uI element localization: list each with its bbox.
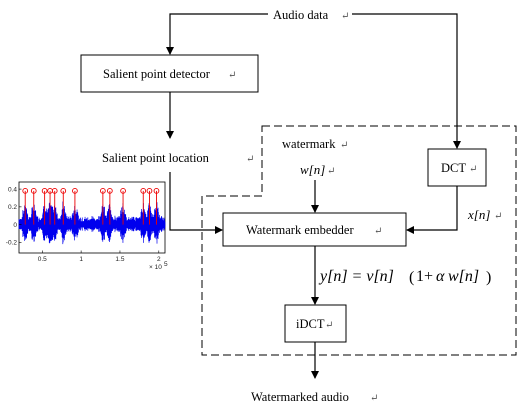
- salient-point-marker: [153, 188, 160, 194]
- return-mark: ↵: [325, 320, 333, 331]
- return-mark: ↵: [374, 226, 382, 237]
- return-mark: ↵: [370, 393, 378, 404]
- watermark-variable: w[n]: [300, 162, 325, 177]
- return-mark: ↵: [327, 166, 335, 177]
- salient-point-marker: [140, 188, 147, 194]
- watermark-embedder-box: [222, 212, 407, 247]
- salient-point-marker: [146, 188, 153, 194]
- y-tick-label: -0.2: [6, 240, 18, 247]
- equation-one-plus: 1+: [416, 268, 433, 285]
- x-axis-exponent: × 10: [149, 264, 162, 271]
- watermark-embedder-label: Watermark embedder: [246, 223, 354, 237]
- return-mark: ↵: [494, 211, 502, 222]
- idct-box: [284, 304, 347, 343]
- equation-w-term: w[n]: [448, 268, 479, 285]
- return-mark: ↵: [228, 70, 236, 81]
- y-tick-label: 0.2: [8, 204, 17, 211]
- salient-point-marker: [120, 188, 126, 194]
- salient-point-marker: [30, 188, 37, 194]
- x-tick-label: 2: [157, 256, 161, 263]
- dct-label: DCT: [441, 161, 466, 175]
- salient-location-label: Salient point location: [102, 151, 210, 165]
- equation-alpha: α: [436, 268, 445, 285]
- salient-detector-box: [80, 54, 259, 93]
- dct-output-variable: x[n]: [467, 207, 490, 222]
- salient-point-marker: [72, 188, 78, 194]
- salient-point-marker: [60, 188, 67, 194]
- idct-label: iDCT: [296, 317, 325, 331]
- salient-point-marker: [100, 188, 106, 194]
- watermark-label: watermark: [282, 137, 336, 151]
- x-tick-label: 1: [79, 256, 83, 263]
- return-mark: ↵: [341, 11, 349, 22]
- y-tick-label: 0: [13, 222, 17, 229]
- x-axis-exponent-power: 5: [164, 261, 168, 268]
- audio-to-detector-arrow: [166, 13, 268, 55]
- equation-paren-open: (: [409, 269, 414, 286]
- x-tick-label: 0.5: [38, 256, 47, 263]
- audio-data-label: Audio data: [273, 8, 329, 22]
- return-mark: ↵: [246, 154, 254, 165]
- return-mark: ↵: [469, 164, 477, 175]
- salient-point-marker: [41, 188, 48, 194]
- salient-point-marker: [51, 188, 58, 194]
- salient-point-marker: [107, 188, 113, 194]
- dct-to-embedder-arrow: [406, 186, 458, 234]
- embedding-region-border: [201, 125, 517, 356]
- embedding-equation: y[n] = v[n] ( 1+ α w[n] ): [318, 268, 491, 286]
- x-tick-label: 1.5: [115, 256, 124, 263]
- audio-to-dct-arrow: [352, 13, 461, 149]
- salient-point-marker: [22, 188, 29, 194]
- dct-box: [427, 148, 487, 187]
- y-tick-label: 0.4: [8, 186, 17, 193]
- location-to-embedder-arrow: [169, 172, 223, 234]
- watermarked-audio-label: Watermarked audio: [251, 390, 349, 404]
- return-mark: ↵: [340, 140, 348, 151]
- equation-paren-close: ): [486, 269, 491, 286]
- equation-lhs: y[n] = v[n]: [318, 268, 394, 285]
- salient-detector-label: Salient point detector: [103, 67, 211, 81]
- audio-signal-line: [18, 201, 166, 245]
